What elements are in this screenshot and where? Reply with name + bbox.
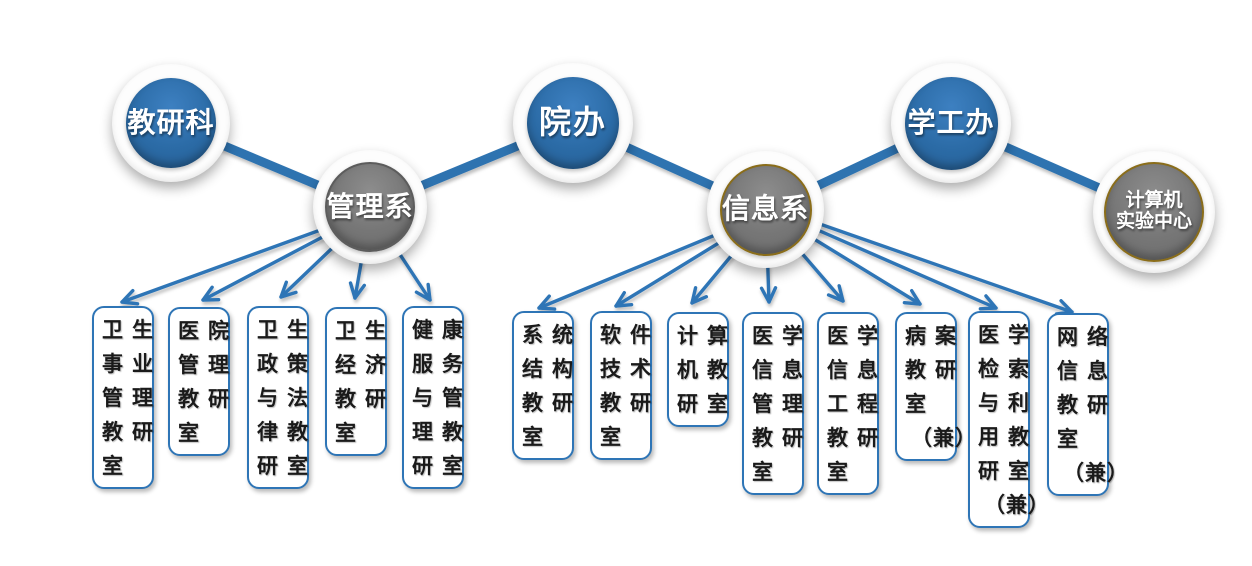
- dept-box-line: 结构: [522, 356, 582, 381]
- dept-box-health-policy-law: 卫生 政策 与法 律教 研室: [247, 306, 309, 489]
- dept-box-line: 系统: [522, 322, 582, 347]
- dept-box-line: 教研: [1057, 392, 1117, 417]
- dept-box-line: 教研: [827, 425, 887, 450]
- node-teaching-research-section-label: 教研科: [126, 78, 216, 168]
- node-information-department-label: 信息系: [719, 163, 812, 256]
- dept-box-line: 教研: [335, 386, 395, 411]
- node-college-office-label: 院办: [527, 77, 619, 169]
- dept-box-line: 与法: [257, 385, 317, 410]
- dept-box-medical-retrieval: 医学 检索 与利 用教 研室 （兼）: [968, 311, 1050, 528]
- dept-box-line: 病案: [905, 323, 965, 348]
- dept-box-line: 用教: [978, 424, 1038, 449]
- dept-box-line: 研室: [257, 453, 317, 478]
- dept-box-medical-records: 病案 教研 室 （兼）: [895, 312, 977, 461]
- node-teaching-research-section: 教研科: [112, 64, 230, 182]
- dept-box-medical-info-management: 医学 信息 管理 教研 室: [742, 312, 804, 495]
- node-computer-lab-center-label: 计算机 实验中心: [1104, 162, 1204, 262]
- dept-box-line: 研室: [412, 453, 472, 478]
- node-information-department: 信息系: [707, 151, 824, 268]
- dept-box-line: 室: [752, 459, 782, 484]
- dept-box-line: 教研: [905, 357, 965, 382]
- dept-box-line: 医学: [827, 323, 887, 348]
- dept-box-medical-info-engineering: 医学 信息 工程 教研 室: [817, 312, 879, 495]
- arrow-xinxixi-dept-8: [772, 206, 1074, 316]
- dept-box-line: 教研: [600, 390, 660, 415]
- dept-box-software-technology: 软件 技术 教研 室: [590, 311, 652, 460]
- node-college-office: 院办: [513, 63, 633, 183]
- dept-box-line: 工程: [827, 391, 887, 416]
- dept-box-line: 机教: [677, 357, 737, 382]
- dept-box-line: 管理: [178, 352, 238, 377]
- dept-box-line: 管理: [752, 391, 812, 416]
- node-management-department: 管理系: [313, 150, 427, 264]
- dept-box-line: 信息: [752, 357, 812, 382]
- dept-box-system-architecture: 系统 结构 教研 室: [512, 311, 574, 460]
- dept-box-line: 医学: [978, 322, 1038, 347]
- dept-box-line: （兼）: [1063, 460, 1129, 485]
- node-computer-lab-center-line1: 计算机: [1125, 190, 1183, 212]
- dept-box-line: 室: [522, 424, 552, 449]
- dept-box-line: 软件: [600, 322, 660, 347]
- dept-box-health-economics: 卫生 经济 教研 室: [325, 307, 387, 456]
- dept-box-line: 卫生: [335, 318, 395, 343]
- node-management-department-label: 管理系: [325, 162, 415, 252]
- node-student-affairs-office: 学工办: [891, 63, 1011, 183]
- dept-box-line: 技术: [600, 356, 660, 381]
- dept-box-line: 室: [600, 424, 630, 449]
- dept-box-line: 室: [178, 420, 208, 445]
- node-computer-lab-center: 计算机 实验中心: [1093, 151, 1215, 273]
- dept-box-line: 律教: [257, 419, 317, 444]
- dept-box-line: 事业: [102, 351, 162, 376]
- dept-box-line: 管理: [102, 385, 162, 410]
- dept-box-line: 计算: [677, 323, 737, 348]
- dept-box-line: 政策: [257, 351, 317, 376]
- dept-box-line: 网络: [1057, 324, 1117, 349]
- dept-box-line: 信息: [827, 357, 887, 382]
- dept-box-line: 室: [1057, 426, 1087, 451]
- dept-box-line: 健康: [412, 317, 472, 342]
- dept-box-line: 教研: [752, 425, 812, 450]
- dept-box-health-administration: 卫生 事业 管理 教研 室: [92, 306, 154, 489]
- node-computer-lab-center-line2: 实验中心: [1115, 211, 1192, 232]
- dept-box-health-service-management: 健康 服务 与管 理教 研室: [402, 306, 464, 489]
- dept-box-hospital-management: 医院 管理 教研 室: [168, 307, 230, 456]
- dept-box-network-information: 网络 信息 教研 室 （兼）: [1047, 313, 1129, 496]
- dept-box-line: 卫生: [257, 317, 317, 342]
- dept-box-line: 教研: [102, 419, 162, 444]
- dept-box-line: 检索: [978, 356, 1038, 381]
- dept-box-line: 室: [335, 420, 365, 445]
- dept-box-line: 室: [102, 453, 132, 478]
- dept-box-line: 教研: [522, 390, 582, 415]
- dept-box-line: （兼）: [984, 492, 1050, 517]
- dept-box-line: 与利: [978, 390, 1038, 415]
- dept-box-line: 研室: [978, 458, 1038, 483]
- dept-box-line: 卫生: [102, 317, 162, 342]
- dept-box-line: 理教: [412, 419, 472, 444]
- dept-box-line: 室: [905, 391, 935, 416]
- dept-box-line: 研室: [677, 391, 737, 416]
- dept-box-line: 室: [827, 459, 857, 484]
- dept-box-line: 服务: [412, 351, 472, 376]
- dept-box-line: 与管: [412, 385, 472, 410]
- dept-box-computer: 计算 机教 研室: [667, 312, 729, 427]
- dept-box-line: 医学: [752, 323, 812, 348]
- dept-box-line: 信息: [1057, 358, 1117, 383]
- dept-box-line: （兼）: [911, 425, 977, 450]
- node-student-affairs-office-label: 学工办: [904, 76, 998, 170]
- dept-box-line: 医院: [178, 318, 238, 343]
- dept-box-line: 教研: [178, 386, 238, 411]
- dept-box-line: 经济: [335, 352, 395, 377]
